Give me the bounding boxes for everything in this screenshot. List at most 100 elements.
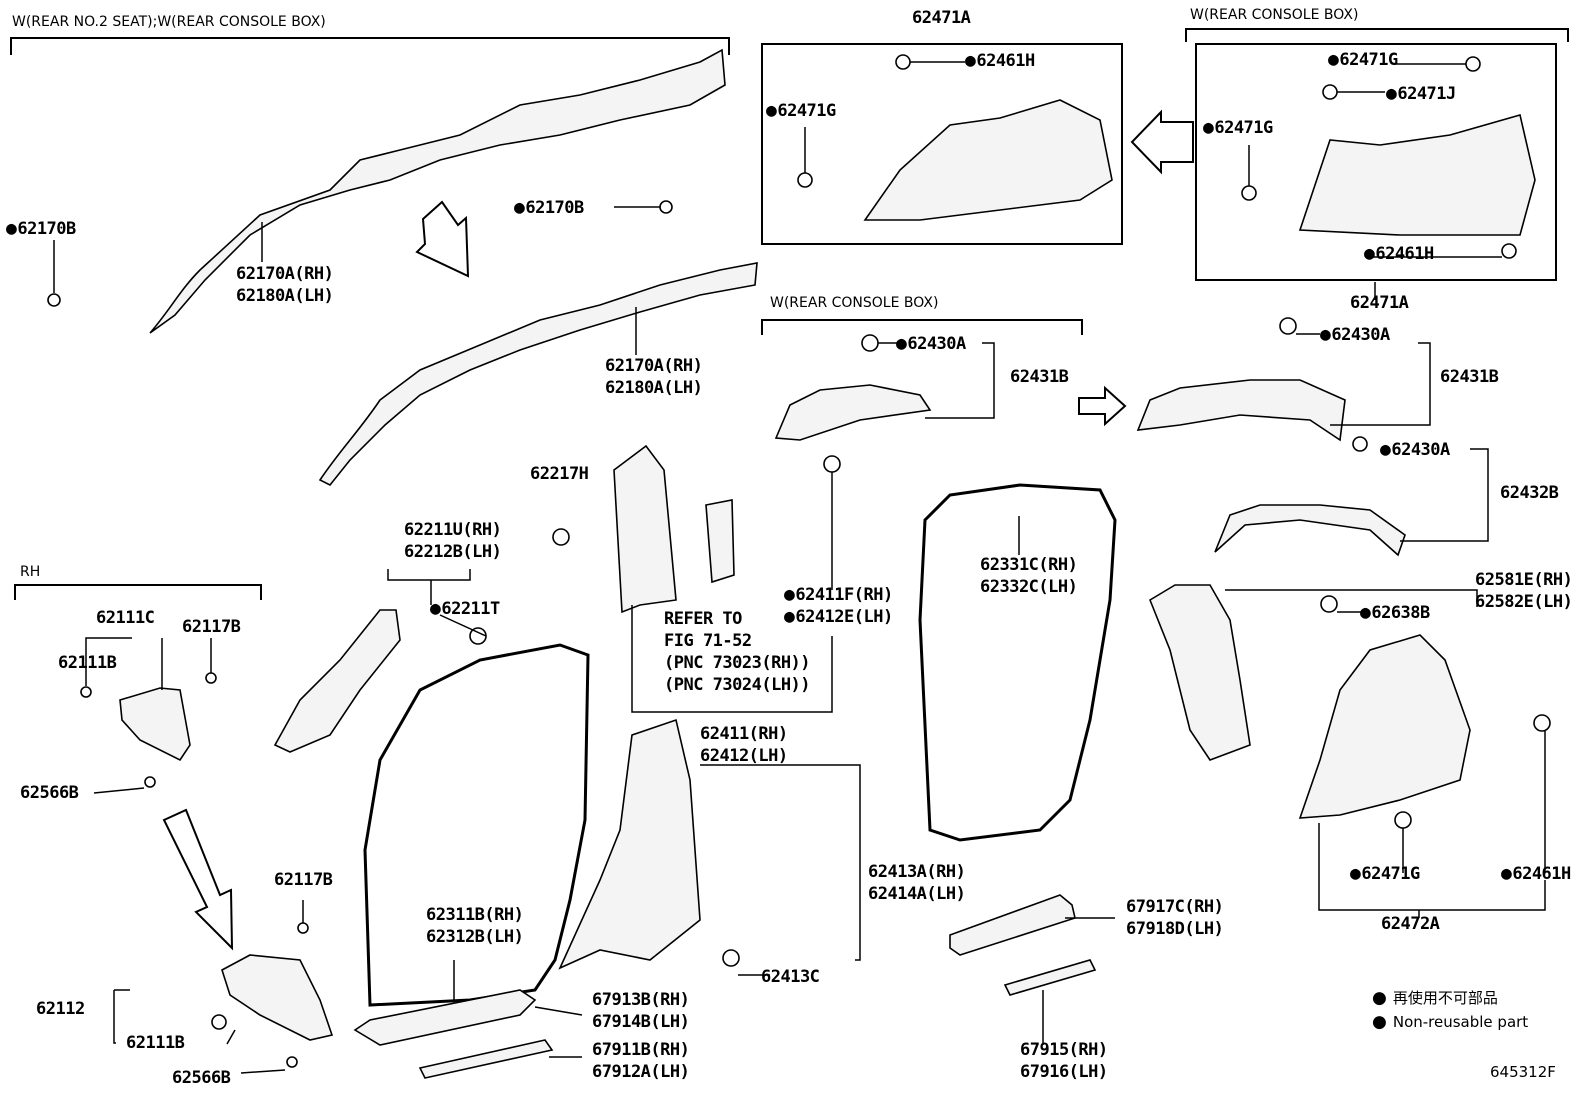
- part-62431B-right: [1136, 379, 1346, 442]
- part-label-62217H[interactable]: 62217H: [530, 464, 589, 484]
- condition-rear-seat-console: W(REAR NO.2 SEAT);W(REAR CONSOLE BOX): [12, 14, 326, 30]
- part-label-62581E[interactable]: 62581E(RH): [1475, 570, 1573, 590]
- part-label-62312B[interactable]: 62312B(LH): [426, 927, 524, 947]
- part-label-62430A-a[interactable]: 62430A: [896, 333, 966, 355]
- figure-code: 645312F: [1490, 1063, 1556, 1081]
- clip-icon: [895, 54, 911, 70]
- part-label-62170A-lower[interactable]: 62170A(RH): [605, 356, 703, 376]
- part-label-62413A[interactable]: 62413A(RH): [868, 862, 966, 882]
- clip-icon: [659, 200, 673, 214]
- part-label-62412E[interactable]: 62412E(LH): [784, 606, 893, 628]
- part-label-67911B[interactable]: 67911B(RH): [592, 1040, 690, 1060]
- part-label-62170A-upper[interactable]: 62170A(RH): [236, 264, 334, 284]
- arrow-icon: [1078, 385, 1127, 427]
- part-label-62170B-left[interactable]: 62170B: [6, 218, 76, 240]
- part-label-67912A[interactable]: 67912A(LH): [592, 1062, 690, 1082]
- clip-icon: [211, 1014, 227, 1030]
- clip-icon: [205, 672, 217, 684]
- part-label-62111B-a[interactable]: 62111B: [58, 653, 117, 673]
- part-62413A-pillar: [558, 718, 701, 970]
- part-label-62638B[interactable]: 62638B: [1360, 602, 1430, 624]
- legend-text-jp: 再使用不可部品: [1392, 989, 1498, 1007]
- part-label-62471G-a[interactable]: 62471G: [766, 100, 836, 122]
- condition-rear-console-mid: W(REAR CONSOLE BOX): [770, 295, 939, 311]
- part-label-62412[interactable]: 62412(LH): [700, 746, 788, 766]
- part-label-62461H-a[interactable]: 62461H: [965, 50, 1035, 72]
- bracket-console-top-right: [1185, 28, 1569, 42]
- part-label-62212B[interactable]: 62212B(LH): [404, 542, 502, 562]
- box-62471A-left: [761, 43, 1123, 245]
- part-62471A-left: [863, 99, 1113, 221]
- part-label-62311B[interactable]: 62311B(RH): [426, 905, 524, 925]
- clip-icon: [80, 686, 92, 698]
- refer-text-4: (PNC 73024(LH)): [664, 675, 811, 695]
- legend-text-en: Non-reusable part: [1392, 1013, 1529, 1031]
- clip-icon: [797, 172, 813, 188]
- clip-icon: [1533, 714, 1551, 732]
- condition-rear-console-top: W(REAR CONSOLE BOX): [1190, 7, 1359, 23]
- part-label-62566B-b[interactable]: 62566B: [172, 1068, 231, 1088]
- part-label-62211T[interactable]: 62211T: [430, 598, 500, 620]
- part-label-62431B-a[interactable]: 62431B: [1010, 367, 1069, 387]
- part-label-67917C[interactable]: 67917C(RH): [1126, 897, 1224, 917]
- part-label-62471G-e[interactable]: 62471G: [1350, 863, 1420, 885]
- part-67915: [1003, 959, 1097, 996]
- part-67913B: [353, 989, 537, 1046]
- part-label-62211U[interactable]: 62211U(RH): [404, 520, 502, 540]
- part-label-62413C[interactable]: 62413C: [761, 967, 820, 987]
- part-label-67915[interactable]: 67915(RH): [1020, 1040, 1108, 1060]
- part-label-62414A[interactable]: 62414A(LH): [868, 884, 966, 904]
- part-label-62471G-c[interactable]: 62471G: [1203, 117, 1273, 139]
- part-label-67913B[interactable]: 67913B(RH): [592, 990, 690, 1010]
- part-67911B: [418, 1039, 554, 1079]
- part-label-62331C[interactable]: 62331C(RH): [980, 555, 1078, 575]
- part-62112: [221, 954, 334, 1041]
- part-label-62332C[interactable]: 62332C(LH): [980, 577, 1078, 597]
- part-label-62112[interactable]: 62112: [36, 999, 85, 1019]
- part-label-62117B-b[interactable]: 62117B: [274, 870, 333, 890]
- part-label-62411F[interactable]: 62411F(RH): [784, 584, 893, 606]
- part-label-62461H-c[interactable]: 62461H: [1501, 863, 1571, 885]
- condition-rh: RH: [20, 564, 41, 580]
- bracket-rear-seat-console: [10, 37, 730, 55]
- part-label-62180A-upper[interactable]: 62180A(LH): [236, 286, 334, 306]
- legend-row-en: ● Non-reusable part: [1372, 1010, 1528, 1034]
- part-label-62432B[interactable]: 62432B: [1500, 483, 1559, 503]
- part-label-62471J[interactable]: 62471J: [1386, 83, 1456, 105]
- clip-icon: [297, 922, 309, 934]
- part-label-62582E[interactable]: 62582E(LH): [1475, 592, 1573, 612]
- clip-icon: [144, 776, 156, 788]
- part-label-62430A-b[interactable]: 62430A: [1320, 324, 1390, 346]
- non-reusable-dot-icon: ●: [1372, 988, 1387, 1008]
- part-label-67918D[interactable]: 67918D(LH): [1126, 919, 1224, 939]
- part-label-62111C[interactable]: 62111C: [96, 608, 155, 628]
- part-label-67916[interactable]: 67916(LH): [1020, 1062, 1108, 1082]
- part-label-62111B-b[interactable]: 62111B: [126, 1033, 185, 1053]
- part-label-62180A-lower[interactable]: 62180A(LH): [605, 378, 703, 398]
- clip-icon: [861, 334, 879, 352]
- part-label-67914B[interactable]: 67914B(LH): [592, 1012, 690, 1032]
- non-reusable-dot-icon: ●: [1372, 1012, 1387, 1032]
- part-62432B: [1214, 504, 1406, 557]
- part-62411-pillar: [613, 444, 677, 614]
- part-label-62471G-b[interactable]: 62471G: [1328, 49, 1398, 71]
- clip-icon: [1465, 56, 1481, 72]
- part-label-62566B-a[interactable]: 62566B: [20, 783, 79, 803]
- part-label-62471A-top[interactable]: 62471A: [912, 8, 971, 28]
- curtain-airbag-upper: [149, 48, 726, 334]
- clip-icon: [286, 1056, 298, 1068]
- clip-icon: [1394, 811, 1412, 829]
- clip-icon: [1501, 243, 1517, 259]
- part-label-62117B-a[interactable]: 62117B: [182, 617, 241, 637]
- clip-icon: [1241, 185, 1257, 201]
- part-label-62471A-bottom[interactable]: 62471A: [1350, 293, 1409, 313]
- clip-icon: [552, 528, 570, 546]
- part-label-62431B-b[interactable]: 62431B: [1440, 367, 1499, 387]
- part-label-62472A[interactable]: 62472A: [1381, 914, 1440, 934]
- part-label-62170B-mid[interactable]: 62170B: [514, 197, 584, 219]
- clip-icon: [722, 949, 740, 967]
- part-label-62461H-b[interactable]: 62461H: [1364, 243, 1434, 265]
- part-label-62411[interactable]: 62411(RH): [700, 724, 788, 744]
- part-label-62430A-c[interactable]: 62430A: [1380, 439, 1450, 461]
